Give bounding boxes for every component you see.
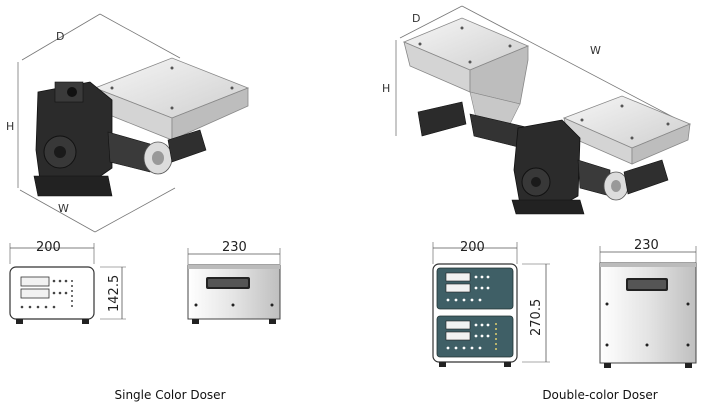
single-doser-side-view: 230 — [187, 240, 281, 324]
display-window-2 — [20, 288, 50, 299]
single-doser-isometric: D H W — [6, 13, 250, 233]
motor-body — [167, 129, 207, 163]
double-doser-isometric: D W H — [382, 5, 692, 215]
depth-label-2: D — [412, 12, 420, 25]
width-label: W — [58, 202, 69, 215]
display-upper-1 — [445, 272, 471, 282]
width-label-2: W — [590, 44, 601, 57]
side-width-label: 230 — [222, 240, 247, 255]
hopper-side — [171, 87, 249, 141]
motor-body-2 — [623, 159, 669, 195]
side-cabinet — [187, 264, 281, 320]
depth-dimension-line-2 — [399, 5, 463, 39]
motor-body-1 — [417, 101, 467, 137]
height-label: H — [6, 120, 14, 133]
front-width-label: 200 — [36, 240, 61, 255]
side-width-label-2: 230 — [634, 238, 659, 253]
width-dimension-line — [19, 189, 96, 233]
gearbox-housing-2 — [513, 119, 581, 207]
single-doser-caption: Single Color Doser — [115, 388, 226, 402]
front-height-label: 142.5 — [107, 275, 122, 312]
double-doser-caption: Double-color Doser — [542, 388, 657, 402]
front-height-label-2: 270.5 — [529, 299, 544, 336]
single-doser-front-view: 200 142.5 — [9, 240, 126, 324]
base-plate-2 — [511, 199, 585, 215]
depth-dimension-line — [21, 13, 101, 61]
double-doser-side-view: 230 — [599, 238, 697, 368]
drive-shaft-housing — [107, 131, 151, 173]
display-upper-2 — [445, 283, 471, 293]
height-label-2: H — [382, 82, 390, 95]
base-plate — [33, 175, 113, 197]
double-doser-front-view: 200 270.5 — [432, 240, 550, 367]
front-width-label-2: 200 — [460, 240, 485, 255]
display-window-1 — [20, 276, 50, 287]
depth-label: D — [56, 30, 64, 43]
display-lower-2 — [445, 331, 471, 341]
display-lower-1 — [445, 320, 471, 330]
